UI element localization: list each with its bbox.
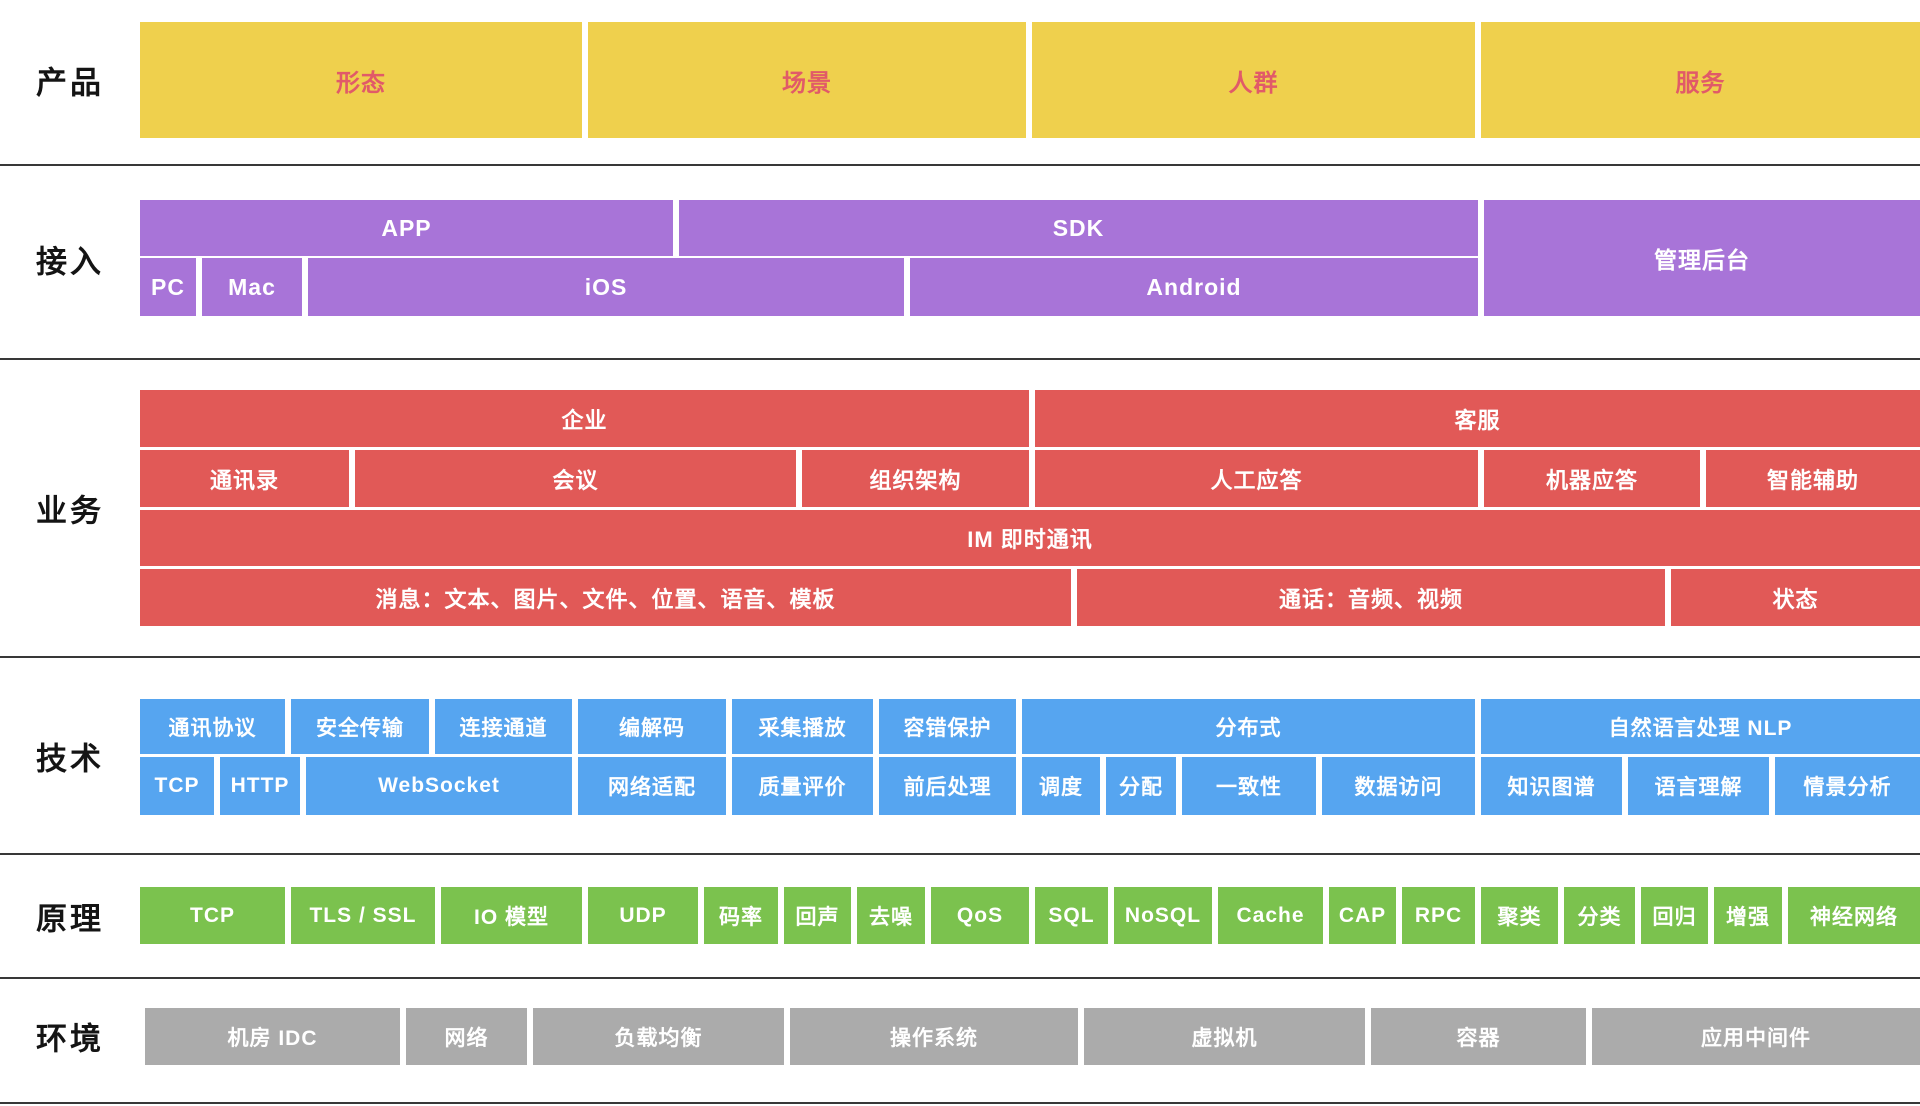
tech-http: HTTP [220, 757, 300, 815]
business-enterprise: 企业 [140, 390, 1029, 447]
tech-scheduling: 调度 [1022, 757, 1100, 815]
access-mac: Mac [202, 258, 302, 316]
tech-distributed: 分布式 [1022, 699, 1475, 754]
product-form: 形态 [140, 22, 582, 138]
env-container: 容器 [1371, 1008, 1586, 1065]
env-idc: 机房 IDC [145, 1008, 400, 1065]
principle-denoise: 去噪 [857, 887, 925, 944]
principle-regression: 回归 [1641, 887, 1708, 944]
tech-fault-tolerance: 容错保护 [879, 699, 1016, 754]
section-divider [0, 1102, 1920, 1104]
env-network: 网络 [406, 1008, 527, 1065]
principle-nosql: NoSQL [1114, 887, 1212, 944]
access-sdk: SDK [679, 200, 1478, 256]
section-label-principle: 原理 [36, 901, 104, 937]
business-human-reply: 人工应答 [1035, 450, 1478, 507]
section-divider [0, 164, 1920, 166]
tech-tcp: TCP [140, 757, 214, 815]
business-call-types: 通话：音频、视频 [1077, 569, 1665, 626]
principle-clustering: 聚类 [1481, 887, 1558, 944]
section-label-env: 环境 [36, 1021, 104, 1057]
principle-udp: UDP [588, 887, 698, 944]
access-ios: iOS [308, 258, 904, 316]
section-divider [0, 358, 1920, 360]
business-meeting: 会议 [355, 450, 796, 507]
section-divider [0, 977, 1920, 979]
tech-secure-transfer: 安全传输 [291, 699, 429, 754]
principle-tcp: TCP [140, 887, 285, 944]
access-app: APP [140, 200, 673, 256]
tech-consistency: 一致性 [1182, 757, 1316, 815]
product-service: 服务 [1481, 22, 1920, 138]
principle-io-model: IO 模型 [441, 887, 582, 944]
section-label-business: 业务 [36, 493, 104, 529]
section-divider [0, 656, 1920, 658]
tech-knowledge-graph: 知识图谱 [1481, 757, 1622, 815]
business-contacts: 通讯录 [140, 450, 349, 507]
tech-nlp: 自然语言处理 NLP [1481, 699, 1920, 754]
access-android: Android [910, 258, 1478, 316]
business-smart-assist: 智能辅助 [1706, 450, 1920, 507]
access-pc: PC [140, 258, 196, 316]
business-bot-reply: 机器应答 [1484, 450, 1700, 507]
principle-tls-ssl: TLS / SSL [291, 887, 435, 944]
principle-bitrate: 码率 [704, 887, 778, 944]
tech-websocket: WebSocket [306, 757, 572, 815]
section-label-access: 接入 [36, 244, 104, 280]
product-scene: 场景 [588, 22, 1026, 138]
tech-language-understanding: 语言理解 [1628, 757, 1769, 815]
business-im: IM 即时通讯 [140, 510, 1920, 566]
principle-cache: Cache [1218, 887, 1323, 944]
tech-connection-channel: 连接通道 [435, 699, 572, 754]
principle-qos: QoS [931, 887, 1029, 944]
business-message-types: 消息：文本、图片、文件、位置、语音、模板 [140, 569, 1071, 626]
principle-classification: 分类 [1564, 887, 1635, 944]
business-org-structure: 组织架构 [802, 450, 1029, 507]
tech-protocol: 通讯协议 [140, 699, 285, 754]
tech-network-adaptation: 网络适配 [578, 757, 726, 815]
principle-sql: SQL [1035, 887, 1108, 944]
tech-quality-evaluation: 质量评价 [732, 757, 873, 815]
business-status: 状态 [1671, 569, 1920, 626]
principle-reinforcement: 增强 [1714, 887, 1782, 944]
tech-capture-playback: 采集播放 [732, 699, 873, 754]
principle-rpc: RPC [1402, 887, 1475, 944]
env-os: 操作系统 [790, 1008, 1078, 1065]
section-label-product: 产品 [36, 65, 104, 101]
env-load-balancing: 负载均衡 [533, 1008, 784, 1065]
principle-cap: CAP [1329, 887, 1396, 944]
tech-pre-post-processing: 前后处理 [879, 757, 1016, 815]
product-audience: 人群 [1032, 22, 1475, 138]
env-vm: 虚拟机 [1084, 1008, 1365, 1065]
tech-codec: 编解码 [578, 699, 726, 754]
principle-neural-network: 神经网络 [1788, 887, 1920, 944]
business-customer-service: 客服 [1035, 390, 1920, 447]
tech-data-access: 数据访问 [1322, 757, 1475, 815]
tech-allocation: 分配 [1106, 757, 1176, 815]
principle-echo: 回声 [784, 887, 851, 944]
section-label-tech: 技术 [36, 741, 104, 777]
access-admin-console: 管理后台 [1484, 200, 1920, 316]
tech-context-analysis: 情景分析 [1775, 757, 1920, 815]
env-middleware: 应用中间件 [1592, 1008, 1920, 1065]
section-divider [0, 853, 1920, 855]
